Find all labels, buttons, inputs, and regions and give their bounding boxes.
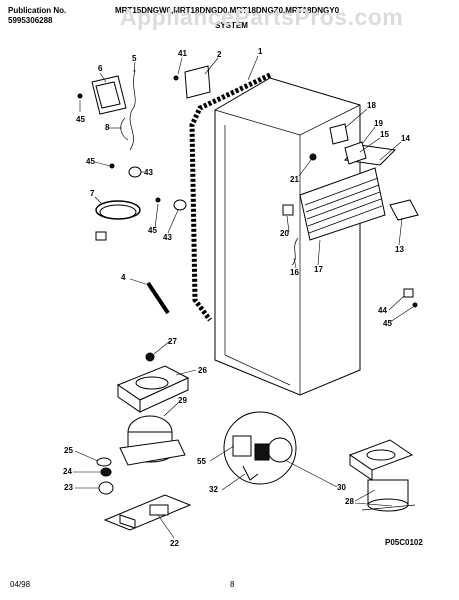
watermark: AppliancePartsPros.com: [120, 4, 404, 30]
callout-17: 17: [314, 265, 323, 274]
mount-grommets: [96, 457, 114, 495]
callout-14: 14: [401, 134, 410, 143]
drain-pan: [116, 365, 190, 413]
callout-28: 28: [345, 497, 354, 506]
callout-16: 16: [290, 268, 299, 277]
callout-45b: 45: [86, 157, 95, 166]
callout-45d: 45: [383, 319, 392, 328]
callout-1: 1: [258, 47, 263, 56]
callout-13: 13: [395, 245, 404, 254]
relay-43: [128, 166, 187, 211]
page-number: 8: [230, 580, 235, 589]
tube-4: [146, 281, 170, 315]
callout-41: 41: [178, 49, 187, 58]
compressor: [119, 415, 186, 466]
callout-20: 20: [280, 229, 289, 238]
power-cord: [95, 200, 141, 241]
wiring-harness: [120, 69, 136, 151]
callout-26: 26: [198, 366, 207, 375]
condenser-tube: [189, 72, 272, 322]
callout-32: 32: [209, 485, 218, 494]
footer-date: 04/98: [10, 580, 31, 589]
callout-5: 5: [132, 54, 137, 63]
callout-6: 6: [98, 64, 103, 73]
callout-18: 18: [367, 101, 376, 110]
evaporator-coil: [299, 144, 397, 241]
callout-4: 4: [121, 273, 126, 282]
callout-45c: 45: [148, 226, 157, 235]
callout-25: 25: [64, 446, 73, 455]
bracket-41: [173, 65, 211, 99]
callout-8: 8: [105, 123, 110, 132]
clip-44: [403, 288, 414, 298]
cabinet: [214, 77, 361, 396]
callout-23: 23: [64, 483, 73, 492]
parts-18-19: [282, 123, 367, 266]
diagram-code: P05C0102: [385, 538, 423, 547]
callout-55: 55: [197, 457, 206, 466]
callout-30: 30: [337, 483, 346, 492]
base-bracket: [103, 494, 192, 531]
publication-label: Publication No.: [8, 6, 67, 15]
screws-left: [77, 93, 418, 308]
callout-29: 29: [178, 396, 187, 405]
callout-24: 24: [63, 467, 72, 476]
callout-21: 21: [290, 175, 299, 184]
drain-heater: [389, 199, 419, 221]
relay-detail: [223, 411, 297, 485]
section-title: SYSTEM: [215, 21, 248, 30]
model-list: MRT15DNGW0,MRT18DNGD0,MRT18DNGZ0,MRT18DN…: [115, 6, 340, 15]
callout-15: 15: [380, 130, 389, 139]
callout-2: 2: [217, 50, 222, 59]
publication-number: 5995306288: [8, 16, 53, 25]
callout-labels: 1 2 41 5 6 45 8 45 43 7 45 43 4 18 19 15…: [63, 47, 410, 548]
callout-19: 19: [374, 119, 383, 128]
callout-27: 27: [168, 337, 177, 346]
grommet-27: [145, 352, 155, 362]
leader-lines: [73, 55, 414, 539]
callout-43b: 43: [163, 233, 172, 242]
callout-22: 22: [170, 539, 179, 548]
drain-pan-alt: [348, 439, 416, 512]
callout-45a: 45: [76, 115, 85, 124]
callout-7: 7: [90, 189, 95, 198]
callout-44: 44: [378, 306, 387, 315]
control-box: [91, 75, 127, 115]
callout-43a: 43: [144, 168, 153, 177]
